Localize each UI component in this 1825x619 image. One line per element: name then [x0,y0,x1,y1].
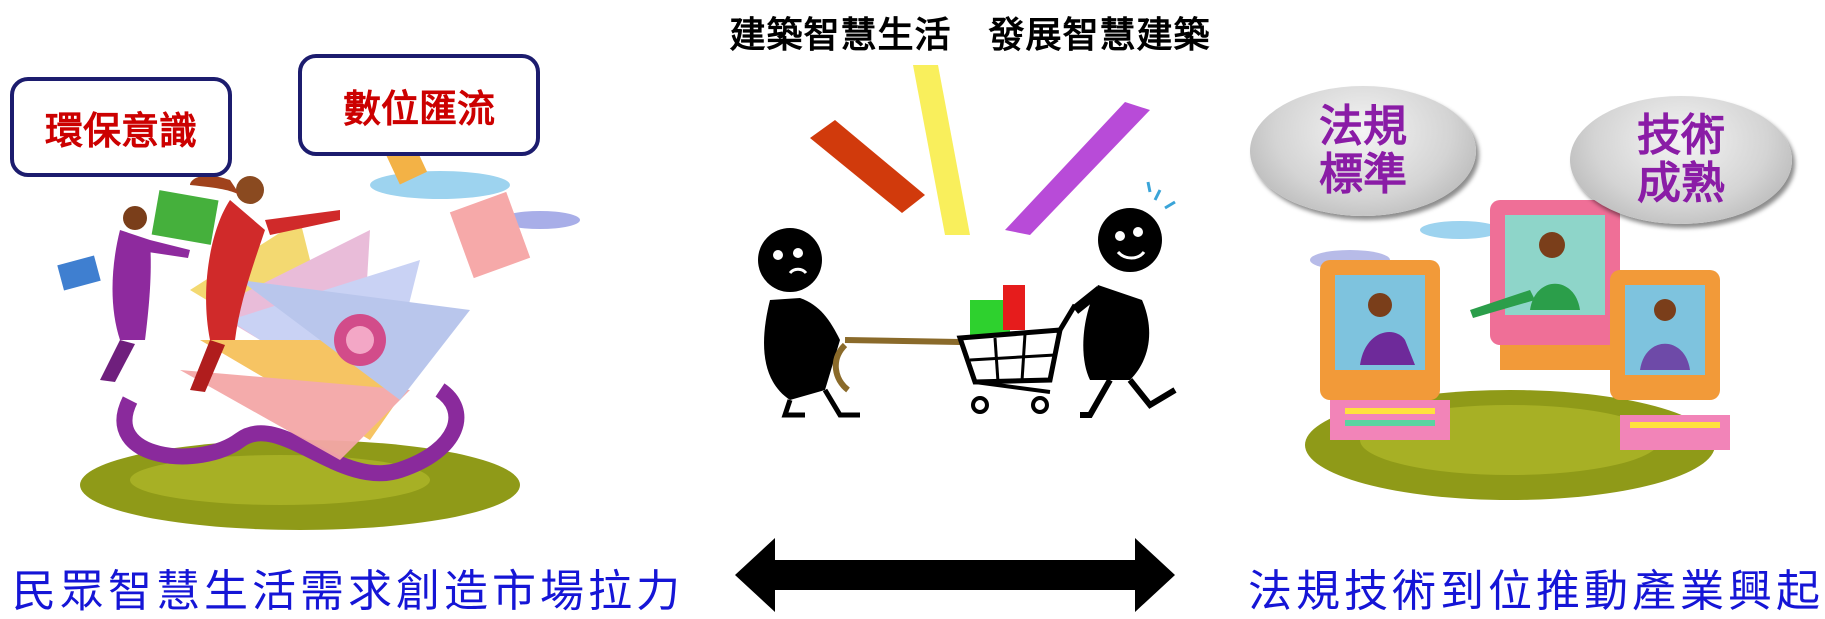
bubble-technology-maturity: 技術 成熟 [1570,96,1792,224]
left-caption: 民眾智慧生活需求創造市場拉力 [12,566,684,617]
bubble-regulations-standards: 法規 標準 [1250,86,1476,216]
page-title: 建築智慧生活 發展智慧建築 [729,15,1211,56]
bubble-technology-line2: 成熟 [1637,158,1725,209]
box-environmental-awareness: 環保意識 [10,77,232,177]
bubble-technology-line1: 技術 [1637,110,1725,161]
left-illustration [57,140,580,530]
bubble-regulations-line2: 標準 [1319,149,1407,200]
bubble-regulations-line1: 法規 [1319,101,1407,152]
box-digital-convergence: 數位匯流 [298,54,540,156]
right-illustration [1305,200,1730,500]
double-arrow-icon [735,538,1175,612]
center-illustration [758,65,1177,418]
right-caption: 法規技術到位推動產業興起 [1248,566,1824,617]
